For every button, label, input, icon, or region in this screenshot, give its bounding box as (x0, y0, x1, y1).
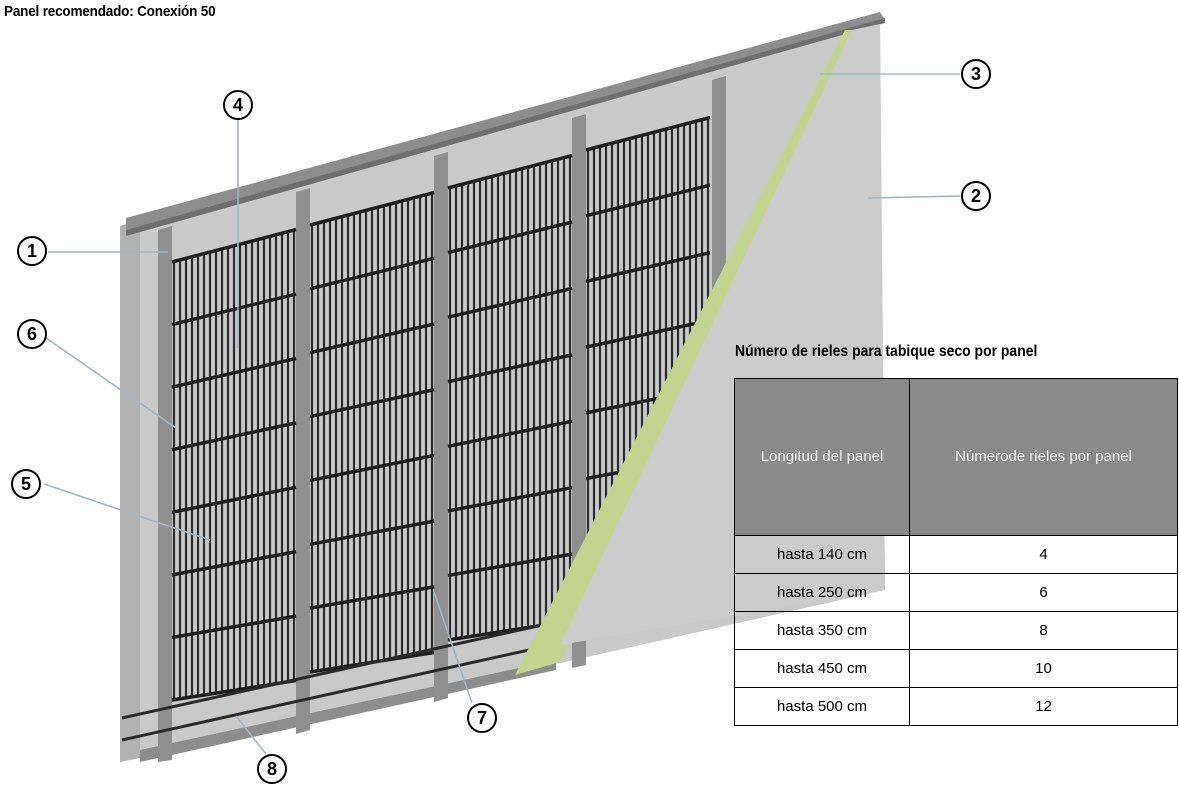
cell-length: hasta 500 cm (734, 687, 910, 726)
pipe-header (309, 519, 435, 547)
pipe-header (447, 419, 573, 449)
callout-6: 6 (17, 319, 47, 349)
pipe-header (309, 190, 435, 227)
pipe-header (585, 251, 711, 284)
pipe-header (309, 585, 435, 610)
pipe-header (447, 153, 573, 190)
callout-5: 5 (11, 469, 41, 499)
pipe-header (171, 485, 297, 515)
table-caption: Número de rieles para tabique seco por p… (735, 343, 1038, 360)
pipe-header (447, 485, 573, 513)
leader-lines (43, 73, 961, 755)
pipe-header (447, 286, 573, 319)
callout-4: 4 (223, 90, 253, 120)
pipe-header (171, 421, 297, 452)
page-title: Panel recomendado: Conexión 50 (4, 3, 216, 20)
pipe-header (447, 353, 573, 384)
pipe-header (171, 614, 297, 640)
callout-3: 3 (961, 59, 991, 89)
pipe-header (447, 220, 573, 255)
pipe-header (309, 453, 435, 483)
cell-length: hasta 140 cm (734, 535, 910, 574)
cell-rails: 10 (909, 649, 1178, 688)
pipe-header (309, 388, 435, 419)
supply-pipe (121, 620, 557, 720)
top-rail-shade (126, 18, 885, 236)
callout-1: 1 (17, 236, 47, 266)
pipe-header (171, 549, 297, 577)
pipe-header (585, 318, 711, 349)
pipe-header (171, 356, 297, 389)
pipe-header (585, 115, 711, 152)
pipe-header (309, 322, 435, 355)
pipe-header (309, 256, 435, 291)
table-row: hasta 140 cm 4 (734, 535, 1178, 574)
cell-rails: 6 (909, 573, 1178, 612)
table-row: hasta 450 cm 10 (734, 649, 1178, 688)
cell-rails: 4 (909, 535, 1178, 574)
board-edge (120, 220, 140, 762)
supply-pipe (121, 642, 557, 742)
callout-8: 8 (257, 754, 287, 784)
vertical-profiles (158, 76, 726, 762)
table-row: hasta 500 cm 12 (734, 687, 1178, 726)
rails-table: Longitud del panel Númerode rieles por p… (734, 378, 1178, 726)
pipe-header (171, 292, 297, 327)
pipe-header (171, 227, 297, 264)
cell-length: hasta 350 cm (734, 611, 910, 650)
pipe-header (585, 183, 711, 218)
table-row: hasta 250 cm 6 (734, 573, 1178, 612)
callout-2: 2 (961, 181, 991, 211)
pipe-header (447, 552, 573, 578)
cell-rails: 8 (909, 611, 1178, 650)
header-length: Longitud del panel (734, 378, 910, 536)
cell-length: hasta 450 cm (734, 649, 910, 688)
table-row: hasta 350 cm 8 (734, 611, 1178, 650)
callout-7: 7 (467, 703, 497, 733)
cell-length: hasta 250 cm (734, 573, 910, 612)
header-rails: Númerode rieles por panel (909, 378, 1178, 536)
bottom-rail (140, 660, 556, 762)
cell-rails: 12 (909, 687, 1178, 726)
